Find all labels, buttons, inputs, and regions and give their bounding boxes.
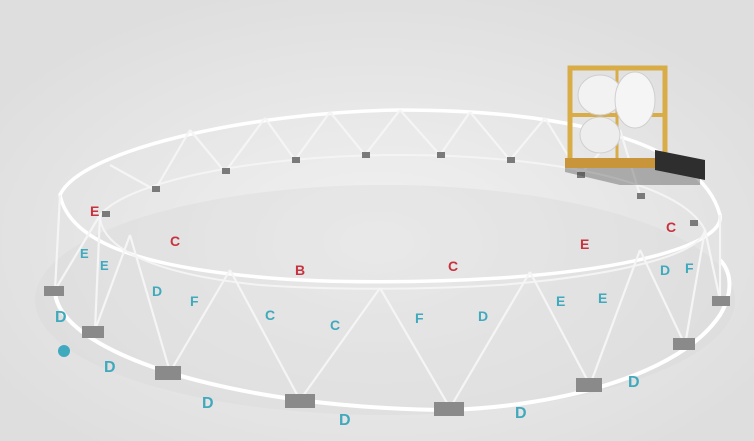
teal-label: E bbox=[80, 246, 89, 261]
base-plate bbox=[285, 394, 315, 408]
base-plate bbox=[434, 402, 464, 416]
base-plate bbox=[44, 286, 64, 296]
teal-label: D bbox=[202, 395, 214, 412]
top-ring bbox=[58, 108, 722, 284]
teal-label: D bbox=[152, 283, 162, 299]
base-plate bbox=[712, 296, 730, 306]
teal-label: E bbox=[556, 293, 565, 309]
teal-labels: E E D F C C F D E E D F D D D D D D bbox=[55, 246, 694, 429]
ring-shadow bbox=[35, 185, 735, 415]
red-label: B bbox=[295, 262, 305, 278]
top-fittings bbox=[102, 152, 698, 226]
red-label: E bbox=[90, 203, 99, 219]
teal-label: D bbox=[104, 359, 116, 376]
red-label: C bbox=[666, 219, 676, 235]
truss-struts bbox=[53, 109, 722, 409]
red-label: C bbox=[170, 233, 180, 249]
red-label: E bbox=[580, 236, 589, 252]
teal-label: D bbox=[339, 412, 351, 429]
teal-label: D bbox=[660, 262, 670, 278]
teal-label: C bbox=[265, 307, 275, 323]
base-plate bbox=[82, 326, 104, 338]
base-plates bbox=[44, 286, 730, 416]
teal-label: C bbox=[330, 317, 340, 333]
base-plate bbox=[673, 338, 695, 350]
base-plate bbox=[576, 378, 602, 392]
teal-label: D bbox=[515, 405, 527, 422]
packing-crate-icon bbox=[565, 65, 705, 185]
teal-dot-marker bbox=[58, 345, 70, 357]
teal-label: F bbox=[415, 310, 424, 326]
teal-label: D bbox=[478, 308, 488, 324]
teal-label: D bbox=[55, 309, 67, 326]
red-labels: E C B C E C bbox=[90, 203, 676, 278]
teal-label: F bbox=[190, 293, 199, 309]
base-plate bbox=[155, 366, 181, 380]
inner-top-ring bbox=[98, 153, 707, 290]
teal-label: F bbox=[685, 260, 694, 276]
teal-label: D bbox=[628, 374, 640, 391]
red-label: C bbox=[448, 258, 458, 274]
teal-label: E bbox=[100, 258, 109, 273]
teal-label: E bbox=[598, 290, 607, 306]
